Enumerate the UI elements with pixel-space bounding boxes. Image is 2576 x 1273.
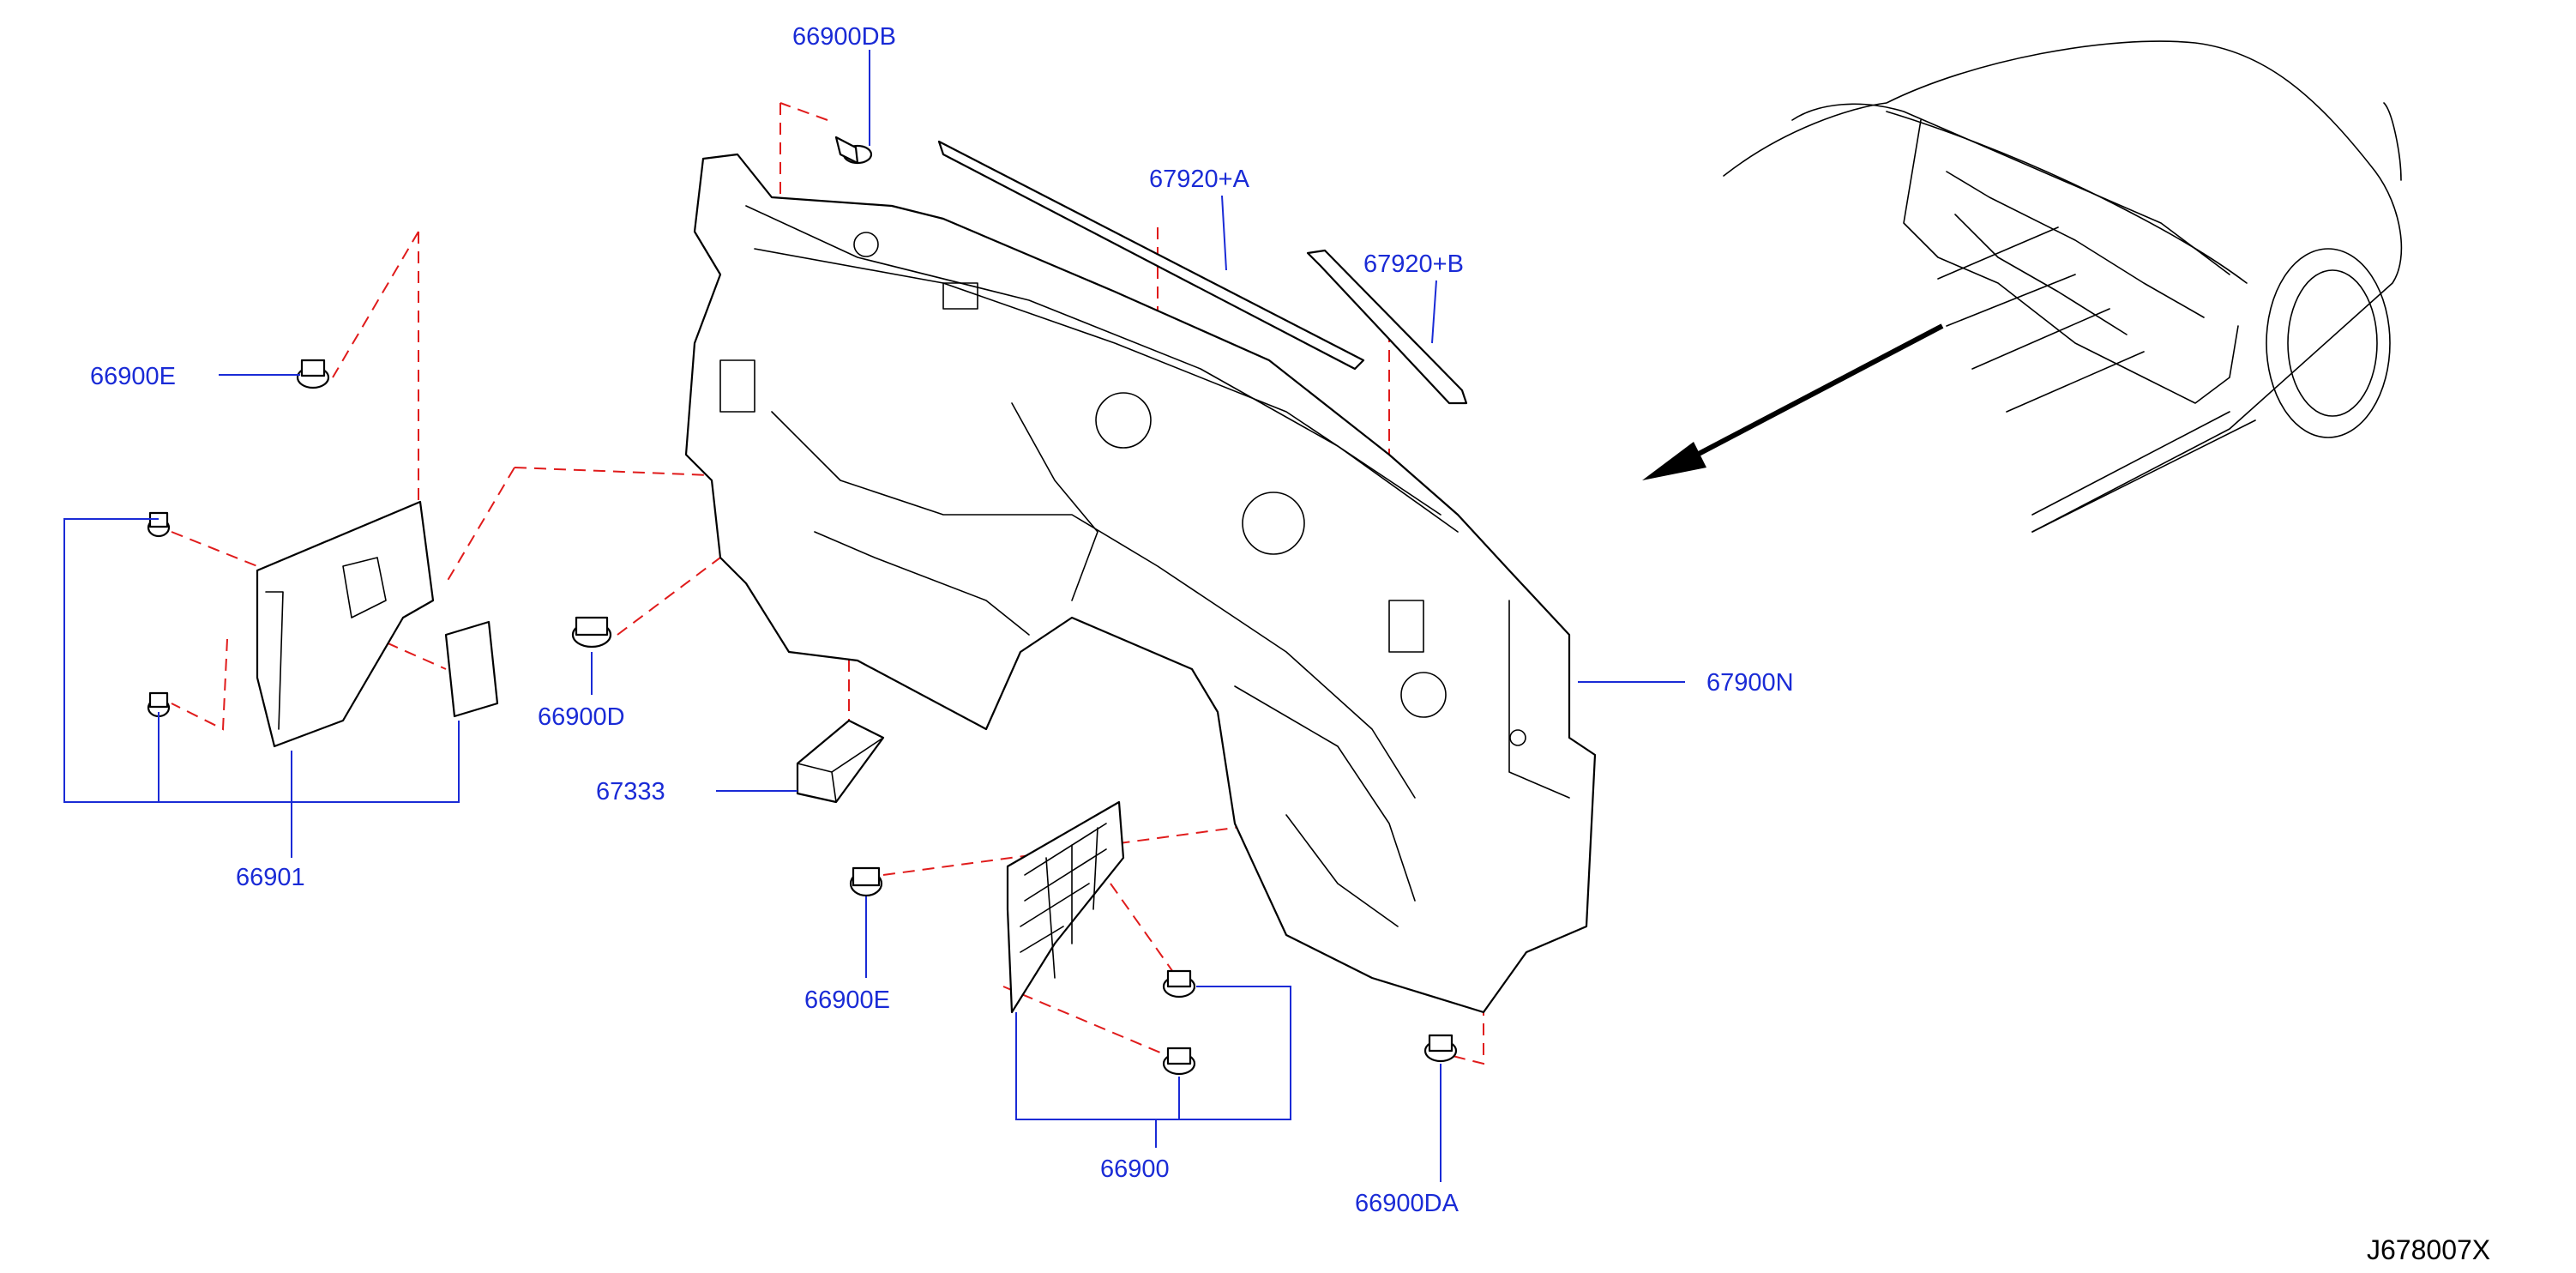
clip-66900-upper — [1162, 969, 1196, 998]
callout-66900E-top: 66900E — [90, 363, 176, 390]
clip-66900-lower — [1162, 1047, 1196, 1076]
callout-labels: 66900DB 67920+A 67920+B 66900E 66901 669… — [90, 23, 1794, 1217]
dash-insulator-part-67900N — [684, 153, 1597, 1014]
strip-part-67920A — [937, 140, 1365, 371]
clip-66900DA — [1423, 1034, 1458, 1063]
callout-66900DB: 66900DB — [792, 23, 896, 51]
diagram-id: J678007X — [2367, 1234, 2490, 1265]
clip-66900E-bottom — [849, 866, 883, 897]
clip-66900E-top — [296, 359, 330, 389]
callout-67900N: 67900N — [1706, 669, 1794, 697]
clip-66901-upper — [147, 511, 171, 538]
callout-66901: 66901 — [236, 864, 305, 891]
side-insulator-part-66901 — [256, 500, 435, 748]
callout-66900: 66900 — [1100, 1155, 1170, 1183]
callout-67920A: 67920+A — [1149, 166, 1250, 193]
callout-66900E-bottom: 66900E — [804, 986, 890, 1014]
cover-piece — [444, 620, 499, 718]
grid-insulator-part-66900 — [1006, 800, 1125, 1014]
direction-arrow-icon — [1642, 323, 1944, 480]
clip-66901-lower — [147, 691, 171, 718]
strip-part-67920B — [1306, 249, 1468, 405]
callout-leaders — [63, 50, 1685, 1182]
clip-66900D — [571, 616, 612, 649]
callout-66900D: 66900D — [538, 703, 625, 731]
callout-67333: 67333 — [596, 778, 665, 805]
callout-66900DA: 66900DA — [1355, 1190, 1460, 1217]
pad-part-67333 — [796, 719, 885, 804]
callout-67920B: 67920+B — [1363, 250, 1464, 278]
car-front-quarter-view-icon — [1723, 40, 2403, 533]
clip-66900DB — [834, 136, 873, 165]
